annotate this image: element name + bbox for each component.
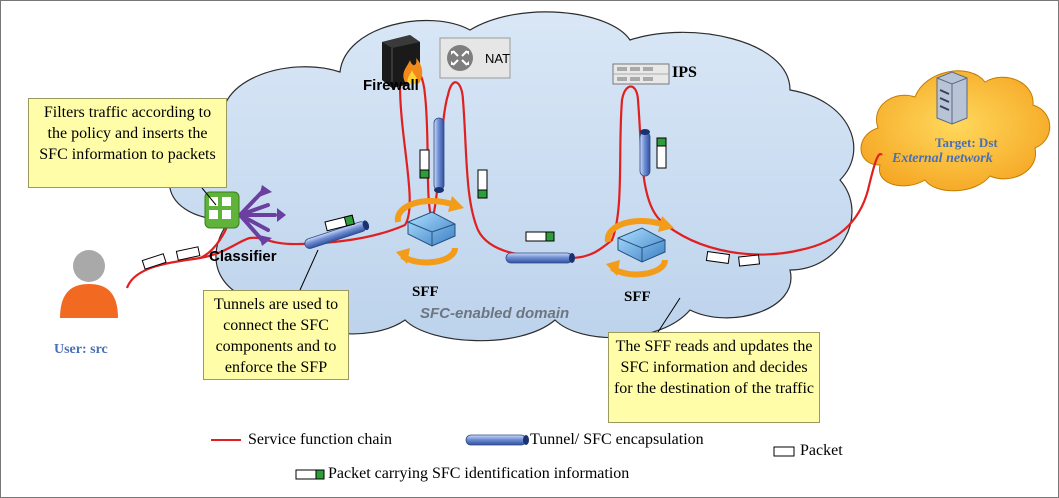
tunnel-firewall-vertical xyxy=(433,117,445,193)
service-chain-path xyxy=(125,64,883,289)
user-icon xyxy=(60,250,118,318)
nat-label: NAT xyxy=(485,51,511,66)
user-label: User: src xyxy=(54,342,108,357)
sfc-domain-cloud xyxy=(168,11,855,342)
tunnels-callout: Tunnels are used to connect the SFC comp… xyxy=(203,290,349,380)
nat-icon xyxy=(439,37,511,79)
callout-pointer xyxy=(657,297,681,333)
packet xyxy=(175,246,201,261)
legend-sfc-packet-label: Packet carrying SFC identification infor… xyxy=(328,465,630,482)
sfc-packet xyxy=(324,214,355,232)
ips-icon xyxy=(612,63,670,85)
sfc-packet xyxy=(419,149,430,179)
classifier-callout: Filters traffic according to the policy … xyxy=(28,98,227,188)
external-network-cloud xyxy=(860,70,1051,192)
tunnel-sff1-sff2 xyxy=(505,252,575,264)
legend-tunnel-swatch xyxy=(465,434,529,446)
tunnel-classifier-sff1 xyxy=(304,220,370,249)
packet xyxy=(738,254,761,267)
sfc-packet xyxy=(656,137,667,169)
tunnel-ips-vertical xyxy=(639,129,651,177)
legend-sfc-packet-swatch xyxy=(295,469,325,480)
legend-tunnel-label: Tunnel/ SFC encapsulation xyxy=(530,431,704,448)
callout-pointer xyxy=(201,187,217,206)
legend-chain-label: Service function chain xyxy=(248,431,392,448)
sfc-packet xyxy=(525,231,555,242)
target-label: Target: Dst xyxy=(935,135,998,150)
legend-packet-swatch xyxy=(773,446,795,457)
external-network-label: External network xyxy=(892,151,993,166)
sff-label-1: SFF xyxy=(412,284,439,300)
firewall-label: Firewall xyxy=(363,77,419,94)
callout-pointer xyxy=(299,249,319,291)
packet xyxy=(705,250,731,265)
sff-label-2: SFF xyxy=(624,289,651,305)
classifier-label: Classifier xyxy=(209,248,277,265)
sfc-packet xyxy=(477,169,488,199)
ips-label: IPS xyxy=(672,64,697,81)
domain-label: SFC-enabled domain xyxy=(420,305,570,322)
sff-callout: The SFF reads and updates the SFC inform… xyxy=(608,332,820,423)
packet xyxy=(141,253,167,270)
legend-packet-label: Packet xyxy=(800,442,843,459)
sff-switch-icon xyxy=(394,196,464,266)
sff-switch-icon xyxy=(604,216,674,278)
firewall-icon xyxy=(382,35,423,88)
server-icon xyxy=(936,71,968,125)
